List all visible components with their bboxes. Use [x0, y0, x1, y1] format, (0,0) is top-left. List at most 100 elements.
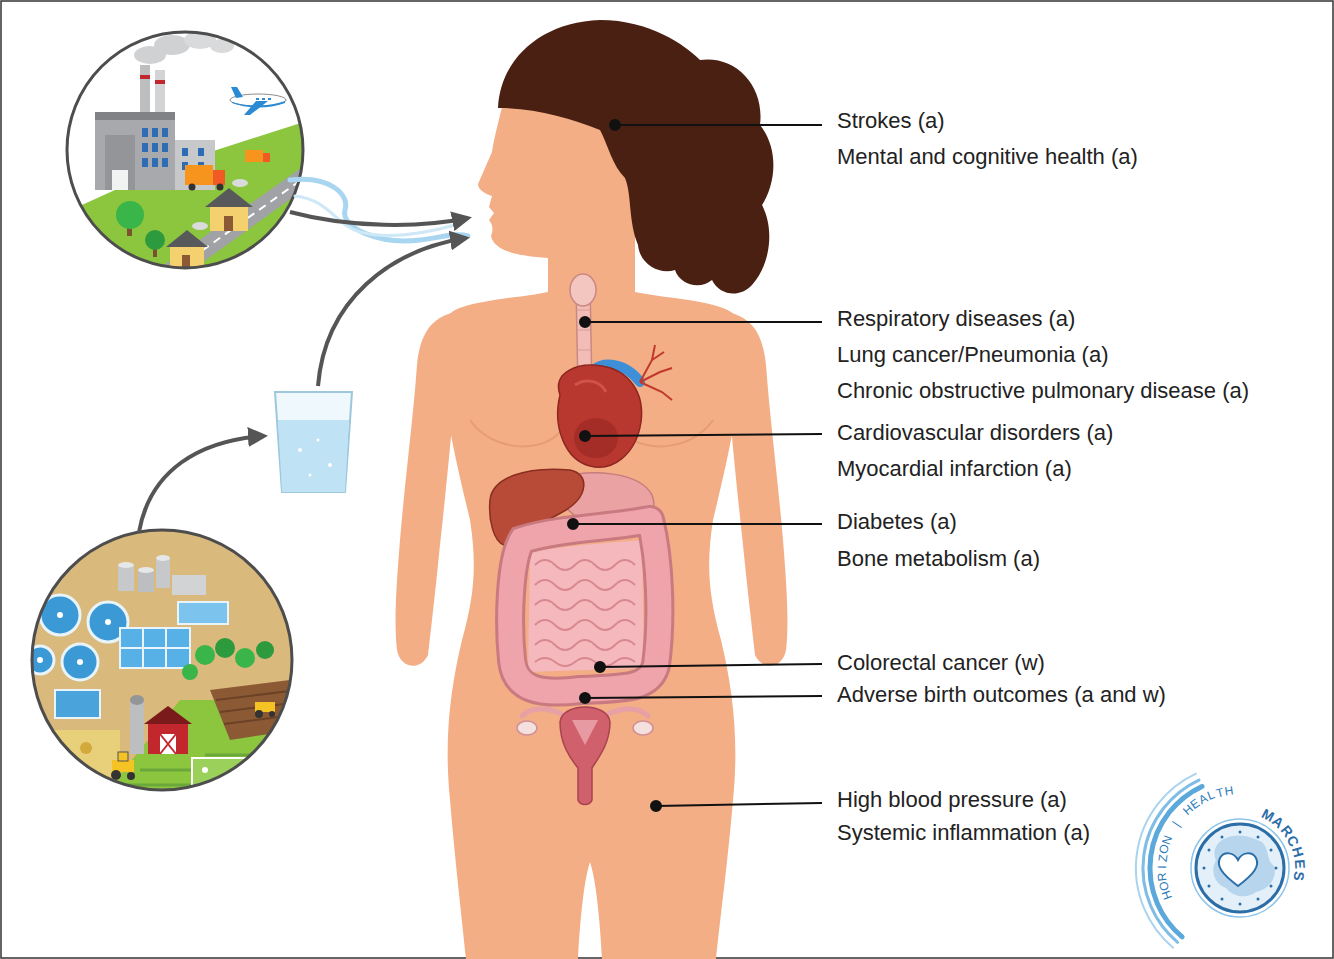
- city-pollution-scene: [192, 222, 208, 230]
- water-farm-scene: [111, 770, 121, 780]
- logo-letter: I: [1156, 866, 1168, 869]
- city-pollution-scene: [217, 184, 224, 191]
- leader-lines: [656, 803, 822, 806]
- organs: [570, 274, 596, 306]
- project-logo: [1219, 853, 1257, 886]
- city-pollution-scene: [263, 153, 270, 162]
- organs: [633, 721, 653, 735]
- organs: [535, 580, 635, 590]
- organs: [490, 274, 672, 805]
- organs: [535, 560, 635, 666]
- water-farm-scene: [54, 769, 66, 781]
- logo-letter: T: [1215, 786, 1225, 799]
- city-pollution-scene: [140, 75, 150, 79]
- water-farm-scene: [255, 710, 263, 718]
- water-farm-scene: [125, 784, 300, 787]
- water-farm-scene: [216, 691, 290, 700]
- city-pollution-scene: [112, 170, 128, 190]
- city-pollution-scene: [175, 140, 215, 190]
- city-pollution-scene: [185, 165, 213, 185]
- water-farm-scene: [120, 628, 190, 668]
- city-pollution-scene: [162, 128, 168, 137]
- water-glass: [317, 439, 320, 442]
- city-pollution-scene: [182, 148, 188, 156]
- logo-letter: |: [1170, 819, 1182, 828]
- project-logo: [1275, 867, 1278, 870]
- body-silhouette: [441, 250, 743, 959]
- city-pollution-scene: [60, 120, 310, 275]
- project-logo: [1203, 867, 1206, 870]
- organs: [535, 640, 635, 650]
- city-pollution-scene: [142, 143, 148, 152]
- city-pollution-scene: [189, 184, 196, 191]
- leader-lines: [595, 662, 605, 672]
- city-pollution-scene: [213, 170, 225, 185]
- organs: [608, 709, 648, 716]
- water-farm-scene: [62, 644, 98, 680]
- project-logo: [1203, 831, 1278, 906]
- water-farm-scene: [138, 570, 154, 592]
- city-pollution-scene: [116, 201, 144, 229]
- water-farm-scene: [55, 690, 100, 718]
- water-farm-scene: [182, 664, 198, 680]
- leader-lines: [580, 317, 590, 327]
- city-pollution-scene: [142, 128, 204, 170]
- leader-lines: [568, 519, 578, 529]
- project-logo: [1221, 836, 1224, 839]
- disease-label: Chronic obstructive pulmonary disease (a…: [837, 378, 1249, 404]
- disease-label: Adverse birth outcomes (a and w): [837, 682, 1166, 708]
- city-pollution-scene: [60, 25, 310, 275]
- disease-label: Myocardial infarction (a): [837, 456, 1072, 482]
- city-pollution-scene: [170, 245, 204, 269]
- water-farm-scene: [160, 734, 176, 754]
- project-logo: [1208, 885, 1211, 888]
- leader-lines: [573, 523, 822, 525]
- water-farm-scene: [44, 742, 56, 754]
- water-farm-scene: [156, 558, 170, 588]
- disease-label: High blood pressure (a): [837, 787, 1067, 813]
- water-farm-scene: [37, 657, 43, 663]
- project-logo: [1257, 898, 1260, 901]
- leader-lines: [585, 434, 822, 436]
- organs: [652, 352, 664, 360]
- water-glass: [275, 392, 352, 492]
- organs: [535, 658, 635, 666]
- water-farm-scene: [148, 722, 188, 754]
- city-pollution-scene: [142, 158, 148, 167]
- exposure-arrows: [139, 436, 264, 532]
- water-farm-scene: [130, 700, 144, 754]
- water-farm-scene: [172, 575, 206, 595]
- leader-lines: [568, 120, 822, 811]
- water-farm-scene: [269, 711, 275, 717]
- water-farm-scene: [26, 646, 54, 674]
- body-silhouette: [727, 312, 787, 666]
- disease-label: Systemic inflammation (a): [837, 820, 1090, 846]
- city-pollution-scene: [245, 150, 263, 162]
- project-logo: [1257, 836, 1260, 839]
- body-silhouette: [470, 420, 560, 446]
- organs: [558, 365, 642, 467]
- city-pollution-scene: [244, 101, 268, 115]
- water-farm-scene: [26, 528, 300, 800]
- project-logo: [1150, 786, 1202, 937]
- city-pollution-scene: [152, 143, 158, 152]
- water-farm-scene: [57, 612, 63, 618]
- city-pollution-scene: [145, 230, 165, 250]
- leader-lines: [615, 124, 822, 126]
- city-pollution-scene: [152, 128, 158, 137]
- city-pollution-scene: [60, 25, 310, 275]
- water-farm-scene: [80, 742, 92, 754]
- body-silhouette: [396, 20, 788, 959]
- disease-label: Cardiovascular disorders (a): [837, 420, 1113, 446]
- city-pollution-scene: [256, 98, 259, 100]
- organs: [560, 707, 610, 805]
- logo-text: MARCHES: [1160, 788, 1320, 948]
- city-pollution-scene: [60, 25, 310, 275]
- disease-label: Diabetes (a): [837, 509, 957, 535]
- organs: [528, 540, 644, 672]
- disease-label: Strokes (a): [837, 108, 945, 134]
- water-farm-scene: [30, 730, 120, 800]
- water-farm-scene: [30, 528, 295, 793]
- water-farm-scene: [77, 659, 83, 665]
- organs: [575, 381, 606, 392]
